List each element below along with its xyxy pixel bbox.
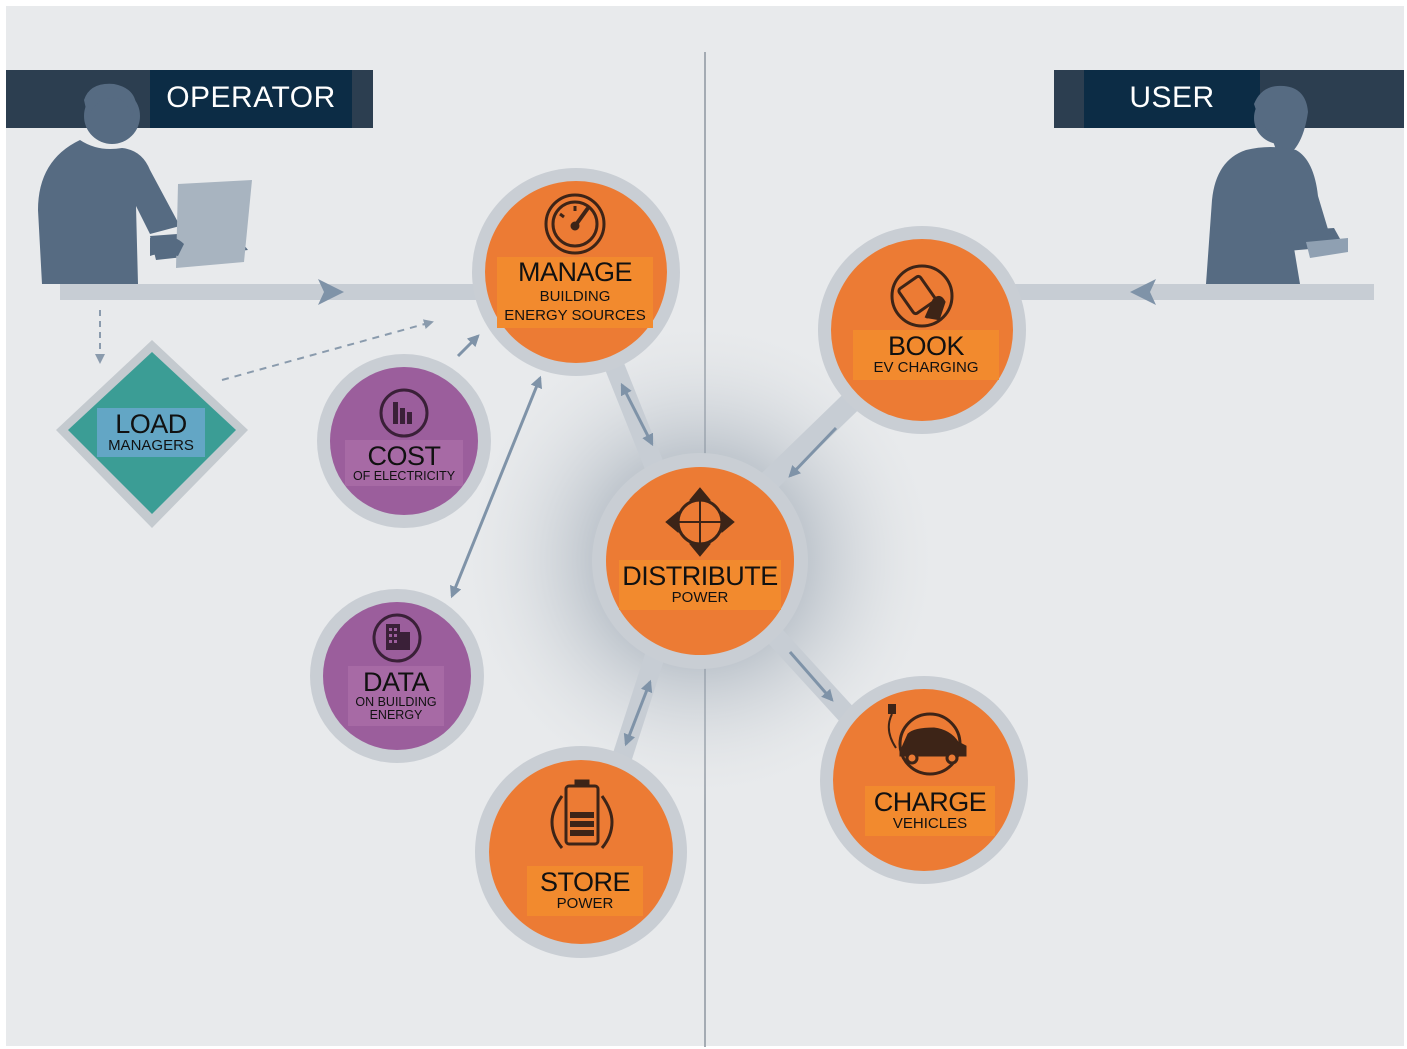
charge-subtitle: VEHICLES: [892, 815, 968, 833]
distribute-store-arrow: [623, 679, 653, 747]
store-title: STORE: [539, 867, 631, 897]
cost-manage-arrow: [456, 334, 480, 358]
user-connector-bar: [960, 284, 1374, 300]
book-label: BOOK EV CHARGING: [853, 330, 999, 381]
manage-distribute-arrow: [620, 382, 654, 447]
store-label: STORE POWER: [527, 866, 643, 917]
manage-title: MANAGE: [517, 257, 633, 287]
operator-connector-arrow-icon: [318, 279, 344, 305]
data-label: DATA ON BUILDING ENERGY: [348, 666, 444, 726]
four-way-arrows-icon: [665, 487, 735, 557]
data-subtitle-line1: ON BUILDING: [355, 695, 437, 710]
distribute-subtitle: POWER: [671, 589, 729, 607]
load-title: LOAD: [115, 409, 187, 439]
distribute-label: DISTRIBUTE POWER: [619, 560, 781, 611]
gauge-icon: [544, 193, 606, 255]
operator-connector-bar: [60, 284, 500, 300]
manage-subtitle-line1: BUILDING: [539, 288, 611, 306]
store-node: [489, 760, 673, 944]
user-silhouette-icon: [1206, 85, 1348, 284]
book-subtitle: EV CHARGING: [873, 359, 979, 377]
data-title: DATA: [362, 667, 430, 697]
charge-label: CHARGE VEHICLES: [865, 786, 995, 837]
distribute-title: DISTRIBUTE: [622, 561, 778, 591]
charge-title: CHARGE: [873, 787, 987, 817]
book-title: BOOK: [887, 331, 965, 361]
touch-device-icon: [890, 264, 954, 328]
book-distribute-arrow: [788, 426, 838, 478]
load-manage-dashed-arrow: [221, 319, 434, 381]
manage-subtitle-line2: ENERGY SOURCES: [504, 307, 646, 325]
cost-label: COST OF ELECTRICITY: [345, 440, 463, 487]
data-subtitle-line2: ENERGY: [369, 708, 423, 723]
book-distribute-connector: [752, 387, 866, 498]
user-connector-arrow-icon: [1130, 279, 1156, 305]
operator-label: OPERATOR: [166, 81, 336, 114]
operator-header-label-bg: [150, 70, 352, 128]
manage-label: MANAGE BUILDING ENERGY SOURCES: [497, 257, 653, 328]
data-manage-arrow: [450, 375, 542, 599]
cost-subtitle: OF ELECTRICITY: [352, 469, 456, 484]
distribute-charge-arrow: [788, 651, 834, 702]
charge-node: [833, 689, 1015, 871]
bar-chart-icon: [379, 388, 429, 438]
user-label: USER: [1129, 81, 1215, 114]
cost-title: COST: [367, 441, 441, 471]
operator-silhouette-icon: [38, 83, 252, 284]
battery-icon: [550, 779, 614, 849]
electric-car-icon: [887, 704, 967, 776]
building-icon: [372, 613, 422, 663]
load-label: LOAD MANAGERS: [97, 408, 205, 458]
user-header-label-bg: [1084, 70, 1260, 128]
store-subtitle: POWER: [556, 895, 614, 913]
load-subtitle: MANAGERS: [108, 437, 194, 455]
